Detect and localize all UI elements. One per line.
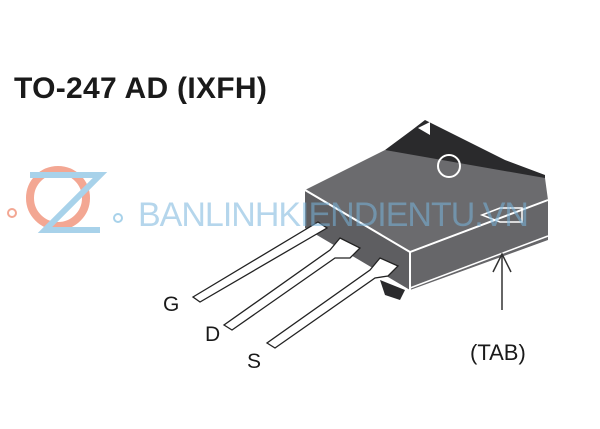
pin-label-drain: D (205, 323, 221, 346)
package-title: TO-247 AD (IXFH) (14, 72, 268, 105)
watermark-text: BANLINHKIENDIENTU.VN (138, 196, 529, 234)
lead-source (265, 257, 400, 349)
pin-label-source: S (247, 350, 262, 373)
tab-notch (418, 122, 430, 135)
watermark-logo-icon (7, 166, 123, 233)
tab-label: (TAB) (470, 340, 526, 365)
lead-gate (191, 221, 329, 303)
tab-arrow-icon (492, 252, 512, 310)
mounting-hole (437, 154, 461, 178)
lead-drain (222, 237, 362, 331)
pin-label-gate: G (163, 293, 180, 316)
tab-slot (479, 207, 523, 223)
